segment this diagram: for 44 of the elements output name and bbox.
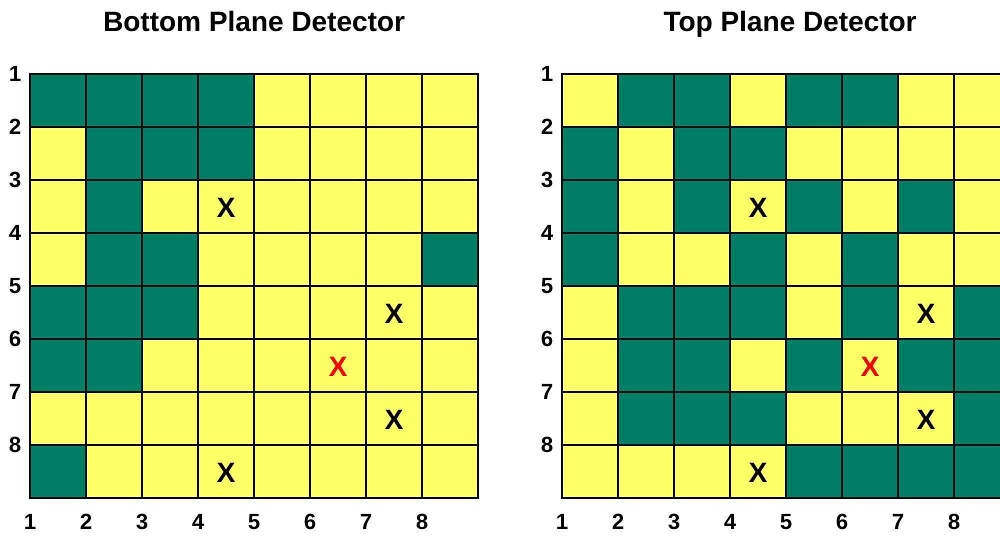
panel-title: Bottom Plane Detector — [103, 8, 405, 36]
row-number: 2 — [540, 116, 554, 138]
column-number: 8 — [416, 511, 428, 533]
column-number: 2 — [612, 511, 624, 533]
hit-mark: X — [916, 300, 936, 328]
row-number: 8 — [8, 434, 22, 456]
hit-mark: X — [748, 458, 768, 486]
hit-mark: X — [384, 300, 404, 328]
column-number: 2 — [80, 511, 92, 533]
hit-mark: X — [748, 194, 768, 222]
column-number: 3 — [668, 511, 680, 533]
row-number: 8 — [540, 434, 554, 456]
column-number: 1 — [556, 511, 568, 533]
hit-mark: X — [916, 406, 936, 434]
row-number: 1 — [8, 63, 22, 85]
column-number: 8 — [948, 511, 960, 533]
hit-mark: X — [216, 194, 236, 222]
row-number: 1 — [540, 63, 554, 85]
hit-mark: X — [384, 406, 404, 434]
row-number: 5 — [540, 275, 554, 297]
column-number: 1 — [24, 511, 36, 533]
column-number: 6 — [836, 511, 848, 533]
column-number: 6 — [304, 511, 316, 533]
row-number: 3 — [8, 169, 22, 191]
row-number: 3 — [540, 169, 554, 191]
column-number: 5 — [248, 511, 260, 533]
row-number: 7 — [8, 381, 22, 403]
row-number: 6 — [8, 328, 22, 350]
row-number: 6 — [540, 328, 554, 350]
hit-mark: X — [860, 352, 880, 380]
hit-mark: X — [216, 458, 236, 486]
hit-mark: X — [328, 352, 348, 380]
row-number: 4 — [540, 222, 554, 244]
column-number: 7 — [360, 511, 372, 533]
row-number: 5 — [8, 275, 22, 297]
row-number: 7 — [540, 381, 554, 403]
panel-title: Top Plane Detector — [663, 8, 917, 36]
column-number: 7 — [892, 511, 904, 533]
row-number: 2 — [8, 116, 22, 138]
column-number: 3 — [136, 511, 148, 533]
column-number: 5 — [780, 511, 792, 533]
row-number: 4 — [8, 222, 22, 244]
column-number: 4 — [724, 511, 736, 533]
column-number: 4 — [192, 511, 204, 533]
